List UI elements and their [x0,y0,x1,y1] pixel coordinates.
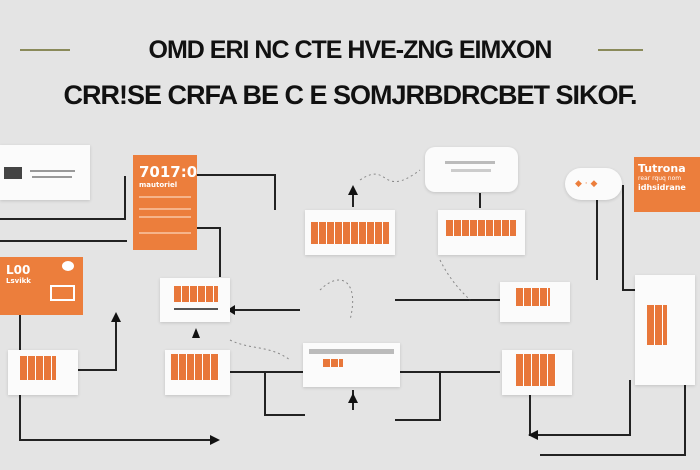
dotted-connector [359,169,421,182]
diamond-icon: ◆ · ◆ [575,179,598,189]
arrow-icon [227,305,235,315]
oval-node: ◆ · ◆ [565,168,622,200]
diagram-subtitle: OMD ERI NC CTE HVE-ZNG EIMXON [148,36,553,64]
node-buildings [305,210,395,255]
connector [197,174,276,210]
connector [264,372,305,416]
text-placeholder [445,161,495,164]
info-card-top-left [0,145,90,200]
text-placeholder [174,308,218,310]
title-rule-right [598,49,643,51]
center-node [303,343,400,387]
card-icon [50,285,75,301]
card-body: idhsidrane [638,183,686,192]
card-heading: 7017:0 [139,163,197,181]
connector [197,227,221,277]
connector [0,176,126,220]
node-box-3 [500,282,570,322]
node-box-1 [160,278,230,322]
panel-grid-icon [647,305,667,345]
dotted-connector [439,259,471,301]
panel-grid-icon [323,359,343,367]
title-rule-left [20,49,70,51]
arrow-icon [348,393,358,403]
panel-grid-icon [446,220,516,236]
text-placeholder [30,170,75,172]
node-box-2 [438,210,525,255]
arrow-icon [348,185,358,195]
card-heading: L00 [6,263,31,277]
connector [622,185,635,291]
dotted-connector [229,339,291,361]
tall-panel [635,275,695,385]
connector [529,380,631,436]
speech-bubble [425,147,518,192]
node-box-4 [8,350,78,395]
buildings-icon [311,222,389,244]
arrow-icon [111,312,121,322]
diagram-title: CRR!SE CRFA BE C E SOMJRBDRCBET SIKOF. [63,80,637,110]
panel-grid-icon [516,288,550,306]
text-placeholder [139,232,191,234]
connector [540,385,686,456]
text-placeholder [139,208,191,210]
connector [395,372,441,421]
node-box-5 [165,350,230,395]
card-heading: Tutrona [638,162,686,175]
panel-grid-icon [174,286,218,302]
text-placeholder [451,169,491,172]
arrow-icon [528,430,538,440]
monitor-icon [4,167,22,179]
card-subheading: Lsvikk [6,277,31,285]
text-placeholder [139,196,191,198]
orange-card-left: L00 Lsvikk [0,257,83,315]
card-subheading: rear rquq nom [638,175,682,182]
orange-card-top: 7017:0 mautoriel [133,155,197,250]
text-placeholder [32,176,72,178]
panel-grid-icon [516,354,556,386]
panel-grid-icon [171,354,219,380]
sun-icon [62,261,74,271]
card-subheading: mautoriel [139,181,178,189]
dotted-connector [319,279,354,321]
arrow-icon [192,328,200,338]
arrow-icon [210,435,220,445]
panel-grid-icon [20,356,56,380]
node-box-6 [502,350,572,395]
text-placeholder [309,349,394,354]
orange-card-right: Tutrona rear rquq nom idhsidrane [634,157,700,212]
text-placeholder [139,216,191,218]
